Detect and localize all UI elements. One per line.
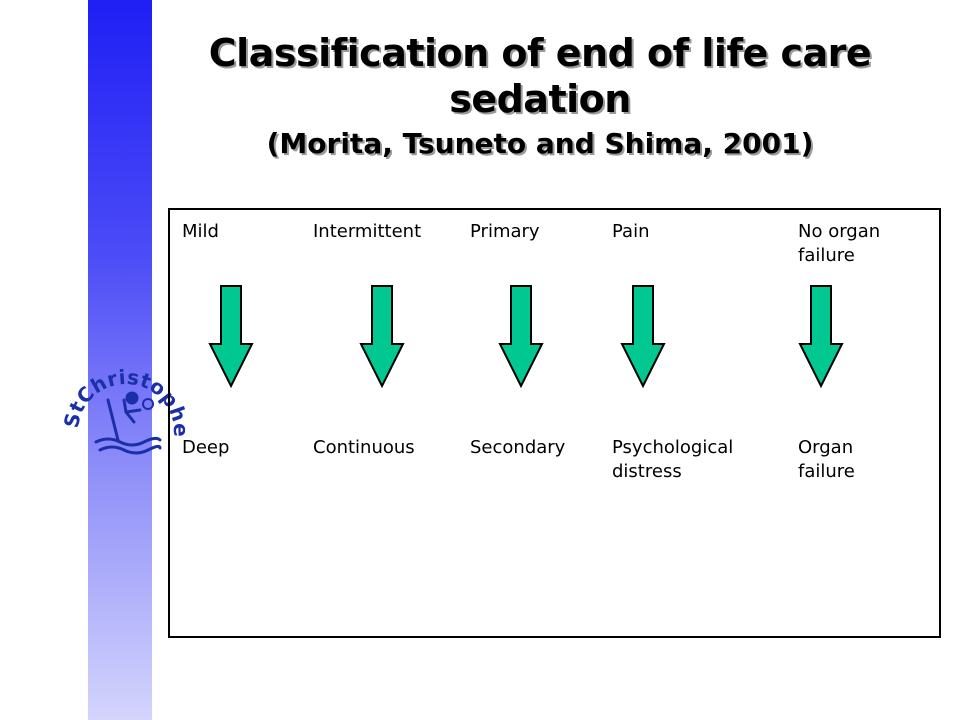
bottom-label: Secondary [470,437,566,458]
bottom-label: Organ failure [798,437,855,482]
top-label: No organ failure [798,221,881,266]
top-label: Mild [182,221,219,242]
bottom-label: Continuous [313,437,415,458]
down-arrow-icon [359,285,405,388]
down-arrow-icon [498,285,544,388]
column-5: No organ failure Organ failure [786,210,936,636]
top-label: Primary [470,221,540,242]
down-arrow-icon [208,285,254,388]
side-accent-bar [88,0,152,720]
top-label: Intermittent [313,221,422,242]
bottom-label: Psychological distress [612,437,734,482]
column-2: Intermittent Continuous [301,210,451,636]
down-arrow-icon [620,285,666,388]
down-arrow-icon [798,285,844,388]
classification-panel: Mild Deep Intermittent Continuous Primar… [168,208,941,638]
top-label: Pain [612,221,650,242]
title-line-1: Classification of end of life care [208,31,872,75]
column-4: Pain Psychological distress [600,210,750,636]
column-1: Mild Deep [170,210,320,636]
column-3: Primary Secondary [458,210,608,636]
slide-subtitle: (Morita, Tsuneto and Shima, 2001) [266,127,814,160]
slide-title: Classification of end of life care sedat… [170,30,910,162]
bottom-label: Deep [182,437,230,458]
title-line-2: sedation [449,77,631,121]
